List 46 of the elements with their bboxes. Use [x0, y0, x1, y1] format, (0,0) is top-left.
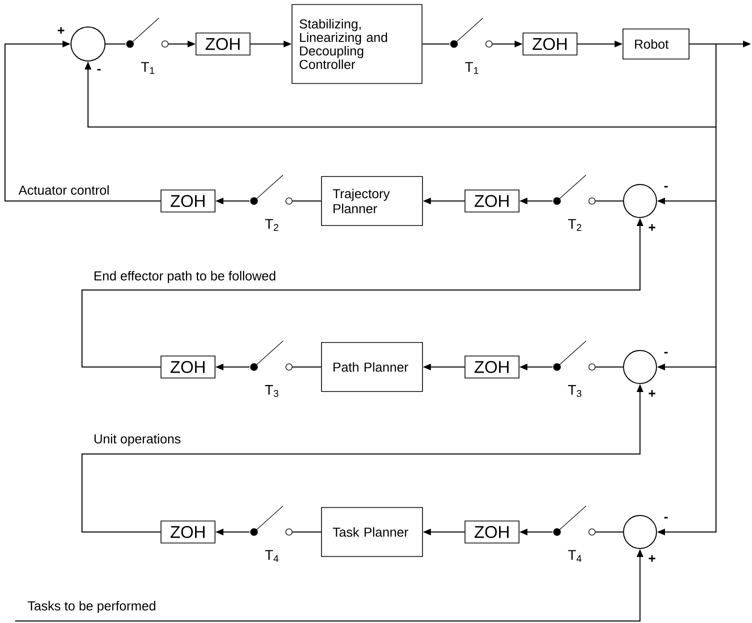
edge-label: Tasks to be performed: [28, 600, 156, 614]
summing-junction: [623, 184, 657, 218]
switch-symbol: [250, 506, 293, 536]
sign-label: -: [664, 352, 668, 354]
zoh-box: ZOH: [160, 190, 216, 212]
sign-label: +: [648, 555, 656, 562]
sampling-label: T$_{4}$: [265, 550, 278, 562]
zoh-box: ZOH: [196, 32, 250, 56]
switch-symbol: [250, 340, 293, 371]
summing-junction: [623, 515, 657, 549]
sign-label: +: [58, 27, 64, 34]
edge-label: Unit operations: [94, 434, 180, 446]
zoh-box: ZOH: [160, 356, 216, 378]
sampling-label: T$_{3}$: [265, 385, 278, 397]
sampling-label: T$_{1}$: [141, 62, 154, 74]
sign-label: -: [664, 186, 668, 188]
zoh-box: ZOH: [160, 520, 216, 544]
summing-junction: [623, 350, 657, 384]
switch-symbol: [553, 506, 596, 536]
edge-label: Actuator control: [18, 185, 109, 195]
switch-symbol: [250, 174, 293, 205]
sign-label: -: [97, 68, 101, 70]
switch-symbol: [553, 174, 596, 205]
process-box: Path Planner: [321, 342, 423, 392]
switch-symbol: [450, 18, 493, 48]
sampling-label: T$_{2}$: [265, 219, 278, 231]
switch-symbol: [126, 18, 169, 48]
process-box: Trajectory Planner: [321, 176, 423, 226]
sampling-label: T$_{1}$: [465, 62, 478, 74]
sign-label: +: [648, 224, 656, 231]
sign-label: -: [664, 516, 668, 518]
controller-box: Stabilizing, Linearizing and Decoupling Controller: [292, 4, 422, 84]
zoh-box: ZOH: [464, 520, 520, 544]
zoh-box: ZOH: [464, 356, 520, 378]
sign-label: +: [648, 390, 656, 397]
switch-symbol: [553, 340, 596, 371]
summing-junction: [70, 26, 106, 62]
zoh-box: ZOH: [464, 190, 520, 212]
arrow: [4, 40, 162, 202]
zoh-box: ZOH: [522, 32, 578, 56]
sampling-label: T$_{4}$: [568, 550, 582, 562]
process-box: Task Planner: [321, 507, 423, 557]
edge-label: End effector path to be followed: [94, 270, 276, 284]
sampling-label: T$_{2}$: [568, 219, 582, 231]
sampling-label: T$_{3}$: [568, 385, 582, 397]
process-box: Robot: [622, 28, 690, 60]
